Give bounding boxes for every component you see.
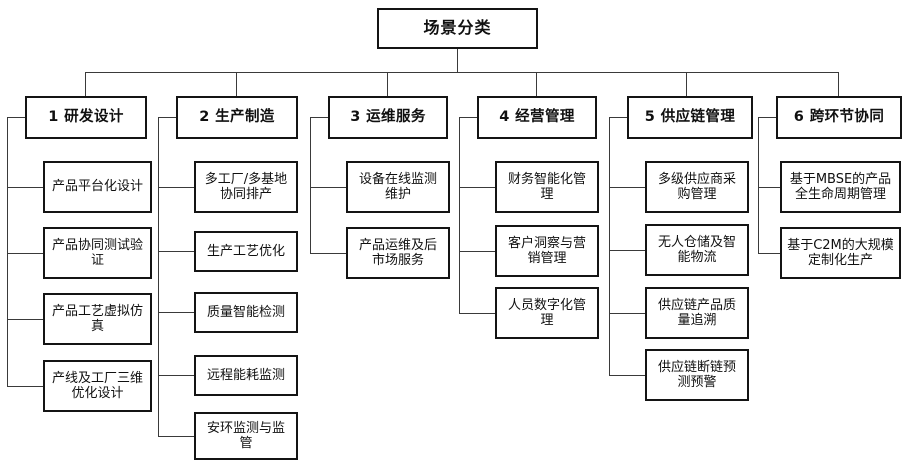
connector-stub-4-2 <box>459 251 495 252</box>
connector-stub-2-3 <box>158 312 194 313</box>
connector-trunk-4 <box>459 117 460 313</box>
root-node-label: 场景分类 <box>423 18 492 38</box>
leaf-node-label: 多工厂/多基地协同排产 <box>204 171 288 202</box>
root-node[interactable]: 场景分类 <box>377 8 538 49</box>
connector-trunk-5 <box>609 117 610 375</box>
connector-drop-3 <box>387 72 388 96</box>
connector-trunk-head-5 <box>609 117 627 118</box>
leaf-node[interactable]: 产品运维及后市场服务 <box>346 227 450 279</box>
leaf-node-label: 产线及工厂三维优化设计 <box>51 370 143 401</box>
leaf-node[interactable]: 远程能耗监测 <box>194 355 298 396</box>
connector-trunk-3 <box>310 117 311 253</box>
leaf-node[interactable]: 人员数字化管理 <box>495 287 599 339</box>
connector-trunk-head-1 <box>7 117 25 118</box>
connector-stub-1-4 <box>7 386 43 387</box>
leaf-node[interactable]: 生产工艺优化 <box>194 231 298 272</box>
leaf-node-label: 远程能耗监测 <box>206 367 285 383</box>
branch-header-label: 5 供应链管理 <box>644 108 736 125</box>
connector-stub-1-2 <box>7 253 43 254</box>
leaf-node-label: 产品平台化设计 <box>51 179 143 195</box>
leaf-node-label: 基于MBSE的产品全生命周期管理 <box>789 171 892 202</box>
connector-stub-2-4 <box>158 375 194 376</box>
connector-stub-3-2 <box>310 253 346 254</box>
connector-trunk-2 <box>158 117 159 436</box>
connector-stub-6-1 <box>758 187 780 188</box>
connector-drop-5 <box>686 72 687 96</box>
leaf-node[interactable]: 供应链产品质量追溯 <box>645 287 749 339</box>
leaf-node[interactable]: 安环监测与监管 <box>194 412 298 460</box>
connector-root-stem <box>457 48 458 73</box>
connector-top-bus <box>85 72 839 73</box>
leaf-node[interactable]: 多工厂/多基地协同排产 <box>194 161 298 213</box>
connector-trunk-6 <box>758 117 759 253</box>
connector-trunk-head-2 <box>158 117 176 118</box>
branch-header-label: 6 跨环节协同 <box>793 108 885 125</box>
branch-header-6[interactable]: 6 跨环节协同 <box>776 96 902 139</box>
connector-stub-5-2 <box>609 250 645 251</box>
connector-drop-2 <box>236 72 237 96</box>
leaf-node-label: 多级供应商采购管理 <box>657 171 736 202</box>
connector-stub-2-1 <box>158 187 194 188</box>
branch-header-5[interactable]: 5 供应链管理 <box>627 96 753 139</box>
leaf-node[interactable]: 产品工艺虚拟仿真 <box>43 293 152 345</box>
leaf-node[interactable]: 供应链断链预测预警 <box>645 349 749 401</box>
leaf-node-label: 基于C2M的大规模定制化生产 <box>787 237 894 268</box>
leaf-node-label: 安环监测与监管 <box>206 420 285 451</box>
connector-stub-2-2 <box>158 251 194 252</box>
leaf-node-label: 无人仓储及智能物流 <box>657 234 736 265</box>
connector-stub-5-3 <box>609 313 645 314</box>
leaf-node[interactable]: 设备在线监测维护 <box>346 161 450 213</box>
branch-header-label: 2 生产制造 <box>199 108 275 125</box>
leaf-node-label: 产品运维及后市场服务 <box>358 237 437 268</box>
leaf-node-label: 质量智能检测 <box>206 304 285 320</box>
leaf-node-label: 供应链断链预测预警 <box>657 359 736 390</box>
connector-stub-6-2 <box>758 253 780 254</box>
leaf-node[interactable]: 产品平台化设计 <box>43 161 152 213</box>
branch-header-2[interactable]: 2 生产制造 <box>176 96 298 139</box>
connector-stub-3-1 <box>310 187 346 188</box>
connector-stub-1-1 <box>7 187 43 188</box>
leaf-node-label: 产品工艺虚拟仿真 <box>51 303 143 334</box>
connector-trunk-1 <box>7 117 8 386</box>
leaf-node-label: 设备在线监测维护 <box>358 171 437 202</box>
connector-stub-4-1 <box>459 187 495 188</box>
leaf-node[interactable]: 财务智能化管理 <box>495 161 599 213</box>
leaf-node[interactable]: 基于MBSE的产品全生命周期管理 <box>780 161 901 213</box>
branch-header-label: 1 研发设计 <box>48 108 124 125</box>
leaf-node[interactable]: 客户洞察与营销管理 <box>495 225 599 277</box>
connector-stub-5-1 <box>609 187 645 188</box>
connector-trunk-head-4 <box>459 117 477 118</box>
connector-stub-1-3 <box>7 319 43 320</box>
leaf-node[interactable]: 产线及工厂三维优化设计 <box>43 360 152 412</box>
leaf-node[interactable]: 产品协同测试验证 <box>43 227 152 279</box>
leaf-node[interactable]: 质量智能检测 <box>194 292 298 333</box>
leaf-node-label: 财务智能化管理 <box>507 171 586 202</box>
leaf-node[interactable]: 无人仓储及智能物流 <box>645 224 749 276</box>
connector-drop-4 <box>536 72 537 96</box>
connector-drop-6 <box>838 72 839 96</box>
connector-drop-1 <box>85 72 86 96</box>
leaf-node-label: 人员数字化管理 <box>507 297 586 328</box>
connector-trunk-head-3 <box>310 117 328 118</box>
leaf-node-label: 生产工艺优化 <box>206 243 285 259</box>
leaf-node-label: 产品协同测试验证 <box>51 237 143 268</box>
branch-header-4[interactable]: 4 经营管理 <box>477 96 597 139</box>
connector-trunk-head-6 <box>758 117 776 118</box>
connector-stub-5-4 <box>609 375 645 376</box>
leaf-node[interactable]: 多级供应商采购管理 <box>645 161 749 213</box>
branch-header-label: 3 运维服务 <box>350 108 426 125</box>
leaf-node-label: 供应链产品质量追溯 <box>657 297 736 328</box>
leaf-node[interactable]: 基于C2M的大规模定制化生产 <box>780 227 901 279</box>
connector-stub-4-3 <box>459 313 495 314</box>
branch-header-label: 4 经营管理 <box>499 108 575 125</box>
branch-header-3[interactable]: 3 运维服务 <box>328 96 448 139</box>
leaf-node-label: 客户洞察与营销管理 <box>507 235 586 266</box>
connector-stub-2-5 <box>158 436 194 437</box>
branch-header-1[interactable]: 1 研发设计 <box>25 96 147 139</box>
